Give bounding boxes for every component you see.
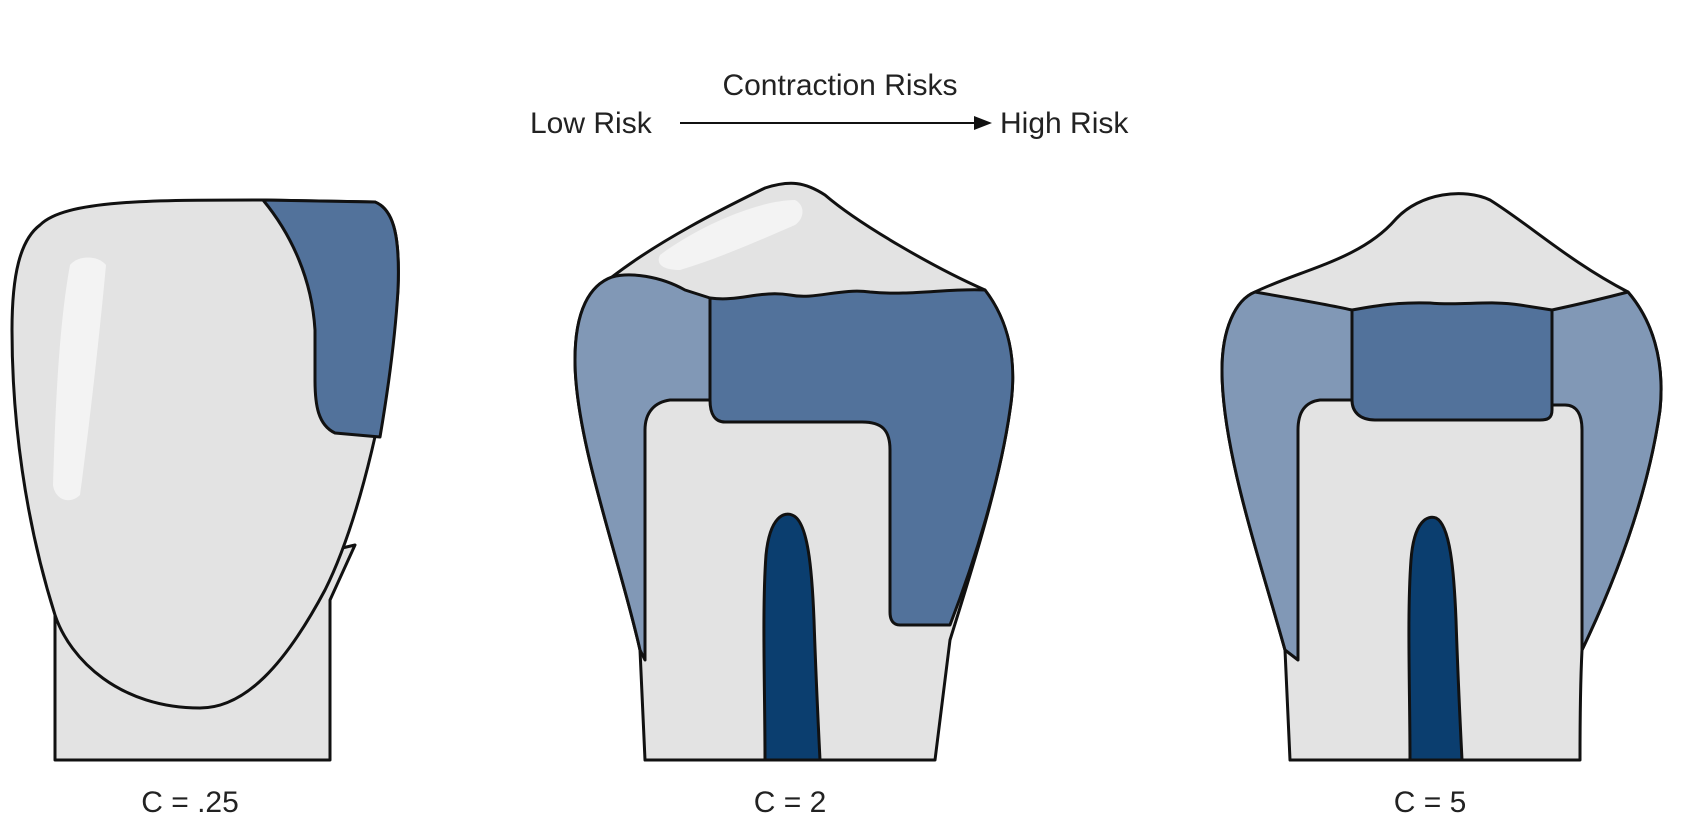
occlusal-restoration: [1350, 301, 1554, 422]
distal-box-restoration: [1550, 290, 1663, 652]
tooth-incisor-class-iv: C = .25: [10, 198, 400, 819]
tooth-label: C = 2: [754, 786, 827, 819]
low-risk-label: Low Risk: [530, 107, 653, 140]
high-risk-label: High Risk: [1000, 107, 1129, 140]
mesial-box-restoration: [573, 273, 712, 662]
risk-arrow-head: [974, 116, 992, 130]
scale-title: Contraction Risks: [722, 69, 957, 102]
occlusal-restoration: [708, 288, 1015, 627]
tooth-label: C = .25: [141, 786, 239, 819]
pulp: [762, 512, 822, 762]
tooth-molar-mod: C = 5: [1220, 192, 1663, 819]
tooth-label: C = 5: [1394, 786, 1467, 819]
contraction-risk-scale: Contraction Risks Low Risk High Risk: [530, 69, 1129, 140]
mesial-box-restoration: [1220, 290, 1354, 662]
enamel-highlight: [53, 257, 106, 501]
restoration: [261, 198, 400, 439]
occlusal-surface-highlight: [658, 200, 803, 270]
tooth-molar-mo: C = 2: [573, 181, 1015, 819]
pulp: [1407, 515, 1464, 762]
